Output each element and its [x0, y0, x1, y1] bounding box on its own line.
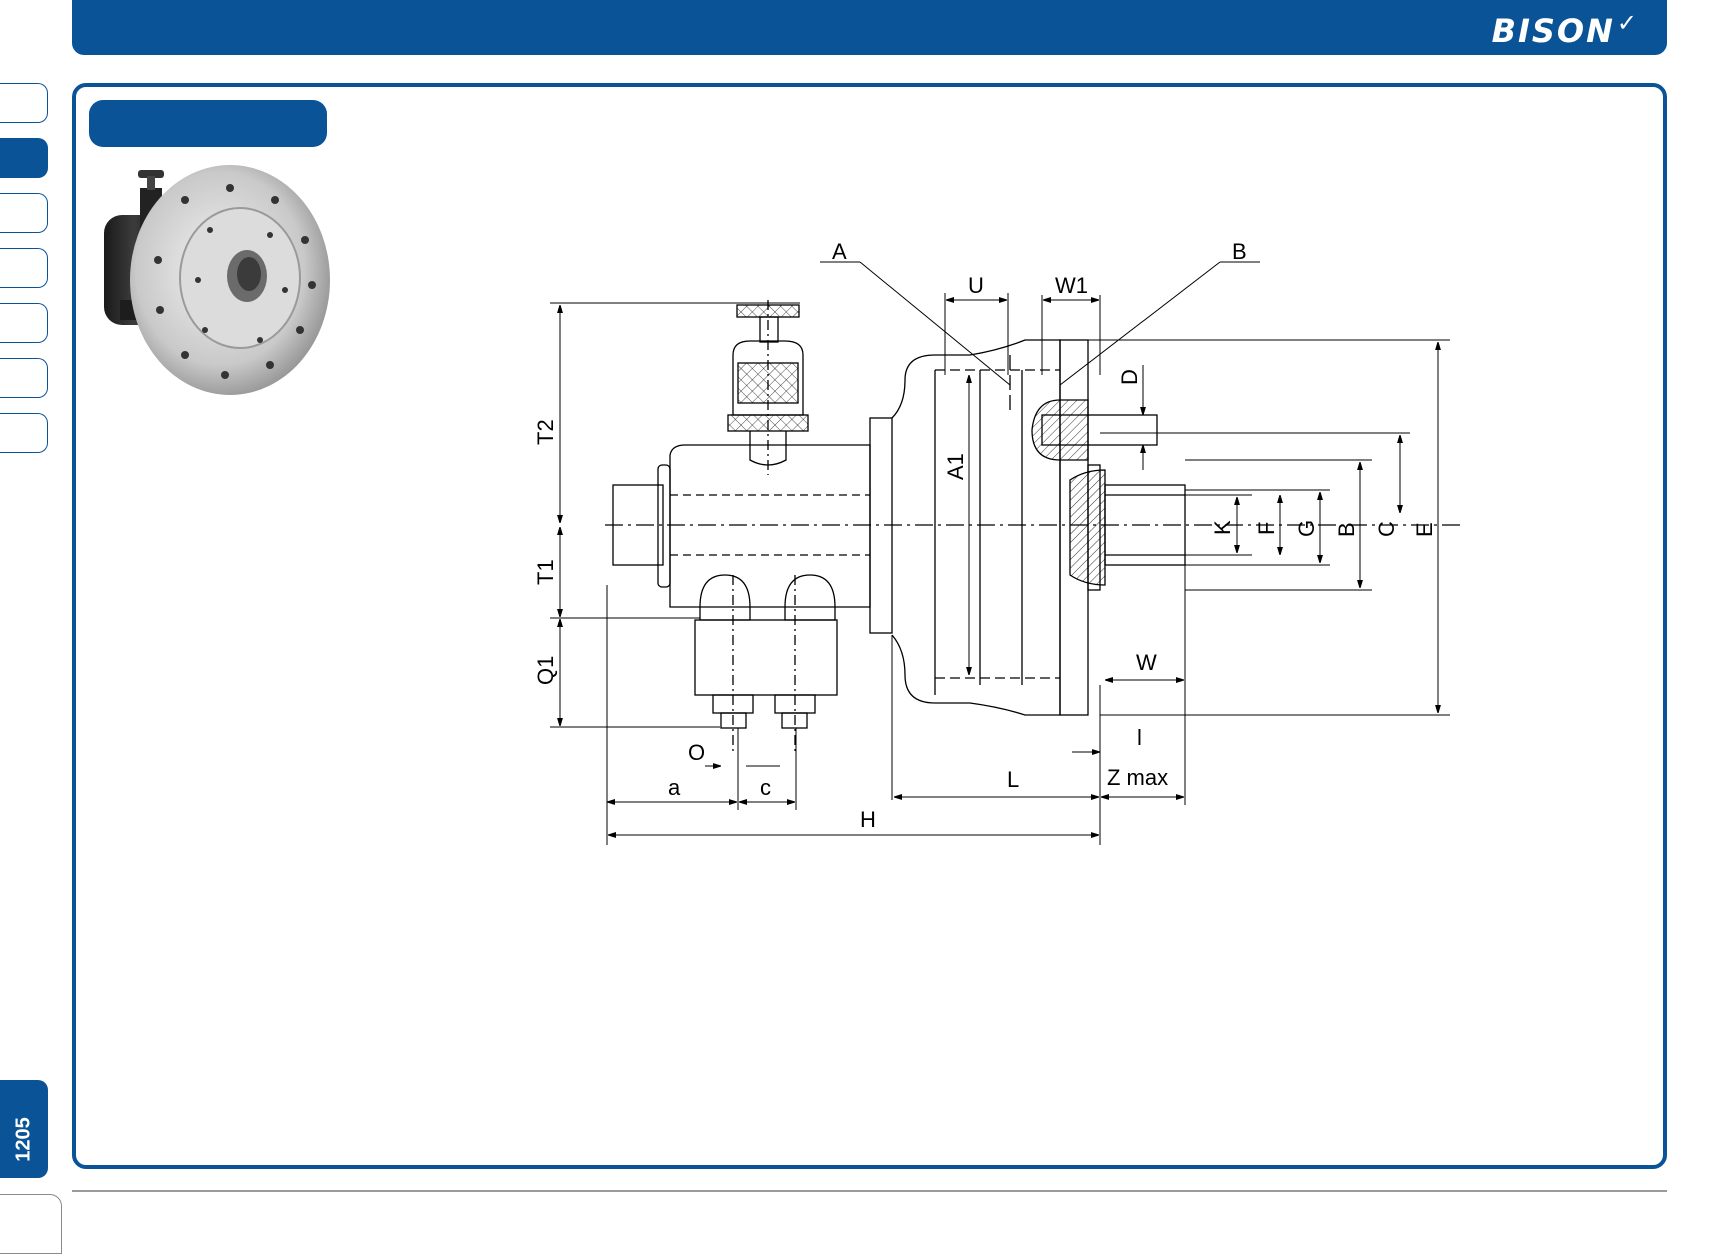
valve-body [612, 417, 893, 634]
side-tab-6[interactable] [0, 358, 48, 398]
label-l: l [1137, 725, 1142, 750]
side-tab-7[interactable] [0, 413, 48, 453]
label-O: O [688, 740, 705, 765]
cylinder-body [891, 339, 1061, 716]
label-B-right: B [1334, 522, 1359, 537]
extension-lines [550, 293, 1450, 845]
label-K: K [1210, 520, 1235, 535]
dimension-lines [560, 261, 1438, 835]
bottom-tab [0, 1194, 62, 1254]
label-E: E [1412, 522, 1437, 537]
label-a: a [668, 775, 681, 800]
brand-name: BISON [1491, 12, 1615, 50]
page-number-tab [0, 1080, 48, 1178]
logo-swoosh-icon: ✓ [1616, 9, 1639, 37]
bison-logo: BISON✓ [1491, 9, 1639, 50]
label-D: D [1117, 369, 1142, 385]
label-G: G [1294, 520, 1319, 537]
header-bar: BISON✓ [72, 0, 1667, 55]
footer-divider [72, 1190, 1667, 1192]
technical-drawing: A B U W1 T2 T1 Q1 A1 D K F G B C E W l Z… [533, 239, 1460, 845]
label-B-top: B [1232, 239, 1247, 264]
label-Z-max: Z max [1107, 765, 1168, 790]
label-Q1: Q1 [533, 656, 558, 685]
side-tab-1[interactable] [0, 83, 48, 123]
side-tab-5[interactable] [0, 303, 48, 343]
side-tab-2[interactable] [0, 138, 48, 178]
label-L: L [1007, 767, 1019, 792]
side-tab-3[interactable] [0, 193, 48, 233]
label-A: A [832, 239, 847, 264]
label-A1: A1 [943, 453, 968, 480]
product-photo [104, 165, 330, 395]
pressure-knob [727, 300, 809, 475]
flange [1031, 339, 1186, 716]
port-block [694, 574, 838, 755]
label-C: C [1374, 521, 1399, 537]
label-F: F [1254, 522, 1279, 535]
label-U: U [968, 273, 984, 298]
label-H: H [860, 807, 876, 832]
label-T1: T1 [533, 559, 558, 585]
label-W1: W1 [1055, 273, 1088, 298]
section-label [89, 100, 327, 147]
label-T2: T2 [533, 419, 558, 445]
side-tab-4[interactable] [0, 248, 48, 288]
label-c: c [760, 775, 771, 800]
page-number: 1205 [12, 1117, 35, 1162]
label-W: W [1136, 650, 1157, 675]
